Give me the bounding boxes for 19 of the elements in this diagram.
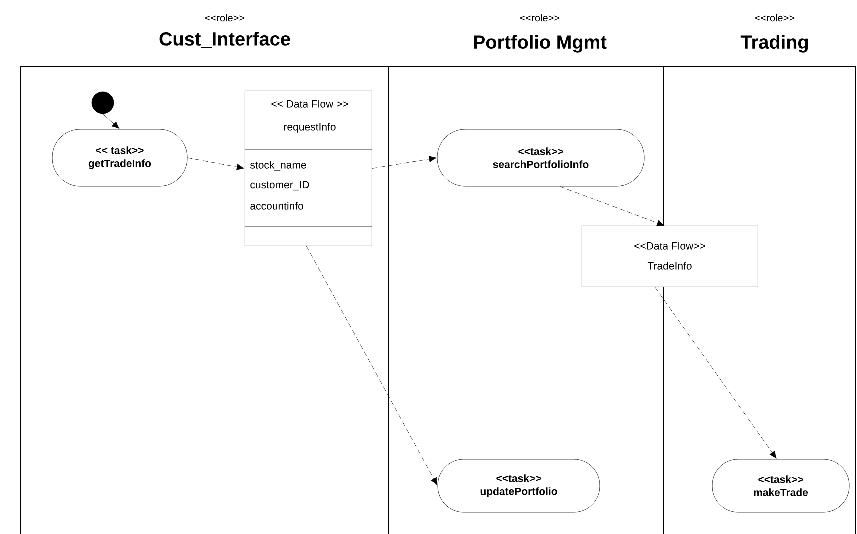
arrow [560,186,665,226]
task-node: << task>> getTradeInfo [52,129,188,187]
task-node: <<task>> searchPortfolioInfo [437,129,645,187]
arrow [188,158,244,171]
task-node: <<task>> makeTrade [712,459,850,513]
arrow [372,156,437,169]
node-label: Portfolio Mgmt [474,35,607,53]
arrow [102,114,120,130]
data-flow-box: << Data Flow >> requestInfo stock_name customer_ID accountinfo [244,90,372,246]
node-label: Trading [740,35,808,53]
task-node: <<task>> updatePortfolio [438,459,600,513]
initial-node [92,92,114,114]
node-label: <<role>> [205,14,245,22]
node-label: Cust_Interface [160,32,290,48]
arrow [306,246,438,486]
node-label: <<role>> [755,14,795,22]
node-label: <<role>> [520,14,560,22]
arrow [655,287,777,459]
data-flow-box: <<Data Flow>> TradeInfo [582,226,758,288]
